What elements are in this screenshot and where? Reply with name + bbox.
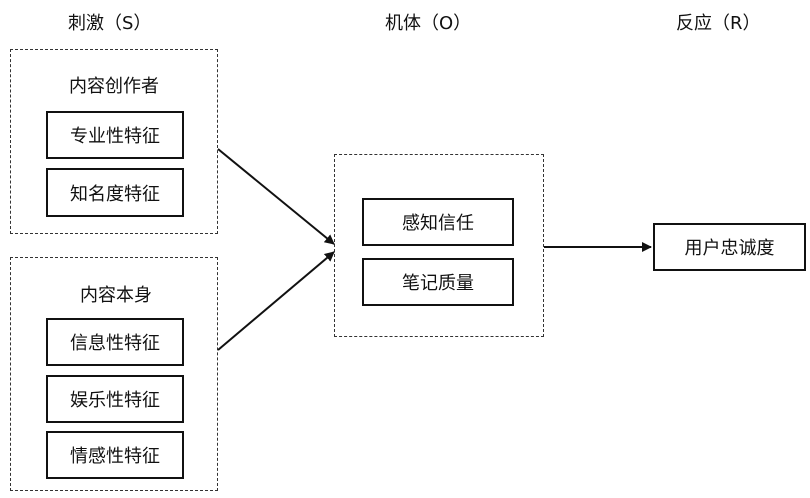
- content-to-organism-arrow: [217, 251, 335, 351]
- perceived-trust-box: 感知信任: [362, 198, 514, 246]
- response-column-title: 反应（R）: [676, 13, 761, 34]
- content-group-title: 内容本身: [80, 285, 152, 306]
- organism-column-title: 机体（O）: [385, 13, 472, 34]
- entertainment-box: 娱乐性特征: [46, 375, 184, 423]
- creator-group: [10, 49, 218, 234]
- user-loyalty-box: 用户忠诚度: [653, 223, 806, 271]
- organism-group: [334, 154, 544, 337]
- professionalism-box: 专业性特征: [46, 111, 184, 159]
- informativeness-box: 信息性特征: [46, 318, 184, 366]
- stimulus-column-title: 刺激（S）: [68, 13, 152, 34]
- content-group: [10, 257, 218, 491]
- emotional-box: 情感性特征: [46, 431, 184, 479]
- note-quality-box: 笔记质量: [362, 258, 514, 306]
- creator-group-title: 内容创作者: [69, 76, 159, 97]
- creator-to-organism-arrow: [217, 148, 335, 245]
- popularity-box: 知名度特征: [46, 168, 184, 217]
